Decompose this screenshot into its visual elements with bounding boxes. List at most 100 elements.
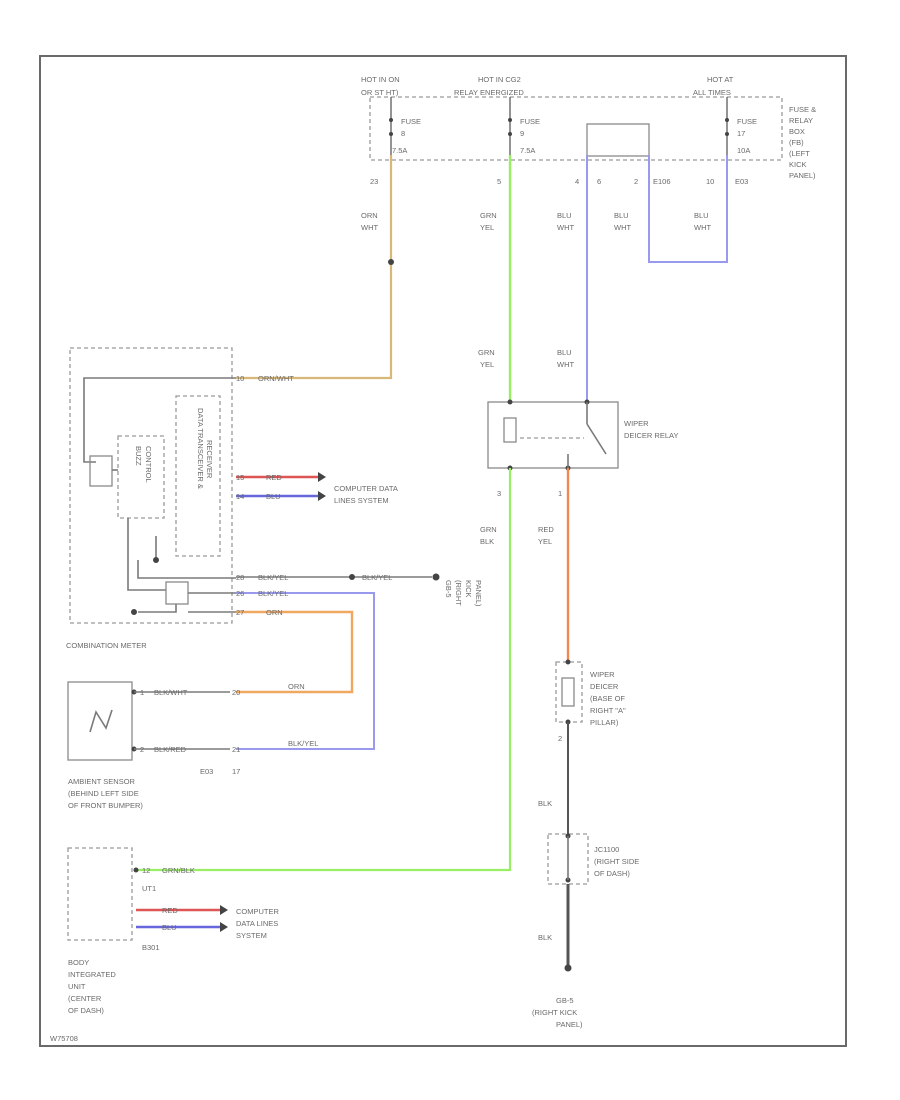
- ambient-blk-yel: BLK/YEL: [288, 739, 318, 748]
- biu-name-a: BODY: [68, 958, 89, 967]
- combo-internal-blk-yel: [137, 560, 236, 579]
- relay-switch-blade: [586, 423, 607, 455]
- ambient-orn: ORN: [288, 682, 305, 691]
- arrow-red-combo: [318, 472, 326, 482]
- body-integrated-unit: [67, 847, 133, 941]
- pin-4: 4: [575, 177, 579, 186]
- pin-6: 6: [597, 177, 601, 186]
- wiper-deicer-relay: [487, 401, 619, 469]
- ambient-pin2: 2: [140, 745, 144, 754]
- ambient-p20: 20: [232, 688, 240, 697]
- relay-pin-left-top: [507, 399, 513, 405]
- deicer-pin2: 2: [558, 734, 562, 743]
- wire-label-blu-wht2-a: BLU: [614, 211, 629, 220]
- fuse-box-label-3: (FB): [789, 138, 804, 147]
- deicer-name-e: PILLAR): [590, 718, 619, 727]
- pin-23: 23: [370, 177, 378, 186]
- ground-label-blk-yel: BLK/YEL: [362, 573, 392, 582]
- ambient-sensor-thermistor: [89, 709, 113, 733]
- wire-label-blu-wht2-b: WHT: [614, 223, 631, 232]
- computer-data-b: LINES SYSTEM: [334, 496, 389, 505]
- fuse-box-label-5: KICK: [789, 160, 807, 169]
- wire-label-grn-yel2-a: GRN: [478, 348, 495, 357]
- ambient-pin1: 1: [140, 688, 144, 697]
- biu-name-b: INTEGRATED: [68, 970, 116, 979]
- hot-label-3: HOT AT: [707, 75, 734, 84]
- relay-pin1: 1: [558, 489, 562, 498]
- combo-lbl-red: RED: [266, 473, 282, 482]
- computer-data2-a: COMPUTER: [236, 907, 280, 916]
- wire-label-blu-wht3-a: BLU: [694, 211, 709, 220]
- wire-label-blu-wht1-b: WHT: [557, 223, 574, 232]
- gb5-label-d: PANEL): [474, 580, 483, 607]
- fuse-2-symbol-bottom: [508, 132, 512, 136]
- combo-inner-a: BUZZ: [134, 446, 143, 466]
- hot-label-1b: OR ST HT): [361, 88, 399, 97]
- computer-data2-b: DATA LINES: [236, 919, 278, 928]
- data-transceiver-module: [175, 395, 221, 557]
- deicer-pin-top: [565, 659, 571, 665]
- wire-orn-wht: [236, 155, 393, 380]
- combo-internal-ground: [127, 518, 166, 591]
- wire-grn-blk: [138, 468, 512, 872]
- fuse-box-label-4: (LEFT: [789, 149, 810, 158]
- combo-internal-node: [153, 557, 159, 563]
- ground-bottom-c: PANEL): [556, 1020, 583, 1029]
- combo-lbl-blk-yel: BLK/YEL: [258, 573, 288, 582]
- fuse-2-symbol-top: [508, 118, 512, 122]
- biu-pin-grn-dot: [133, 867, 139, 873]
- combo-pin-red: 15: [236, 473, 244, 482]
- fuse-box-label-2: BOX: [789, 127, 805, 136]
- fuse-3-symbol-top: [725, 118, 729, 122]
- ambient-name-c: OF FRONT BUMPER): [68, 801, 143, 810]
- fuse-1-label: FUSE: [401, 117, 421, 126]
- buzz-control-module: [117, 435, 165, 519]
- wire-label-blu-wht3-b: WHT: [694, 223, 711, 232]
- combo-pin-orn-wht: 10: [236, 374, 244, 383]
- ambient-lbl1: BLK/WHT: [154, 688, 188, 697]
- fuse-2-label: FUSE: [520, 117, 540, 126]
- combo-inner-b: CONTROL: [144, 446, 153, 483]
- fuse-3-symbol-bottom: [725, 132, 729, 136]
- biu-name-c: UNIT: [68, 982, 86, 991]
- pin-10: 10: [706, 177, 714, 186]
- deicer-element: [561, 677, 575, 707]
- combo-lbl-blu: BLU: [266, 492, 281, 501]
- arrow-blu-biu: [220, 922, 228, 932]
- relay-name-b: DEICER RELAY: [624, 431, 678, 440]
- fuse-1-rating: 7.5A: [392, 146, 407, 155]
- ambient-sensor: [67, 681, 133, 761]
- computer-data-a: COMPUTER DATA: [334, 484, 398, 493]
- pin-e106: E106: [653, 177, 671, 186]
- gb5-label-c: KICK: [464, 580, 473, 598]
- combo-inner-d: RECEIVER: [205, 440, 214, 479]
- ambient-name-b: (BEHIND LEFT SIDE: [68, 789, 139, 798]
- ground-bottom-a: GB-5: [556, 996, 574, 1005]
- relay-name-a: WIPER: [624, 419, 649, 428]
- wire-label-blu-wht1-a: BLU: [557, 211, 572, 220]
- biu-lbl-grn: GRN/BLK: [162, 866, 195, 875]
- fuse-box-label-0: FUSE &: [789, 105, 816, 114]
- deicer-name-a: WIPER: [590, 670, 615, 679]
- wire-blk-yel-ambient: [236, 592, 375, 750]
- relay-coil: [503, 417, 517, 443]
- pin-5: 5: [497, 177, 501, 186]
- ambient-conn-a: E03: [200, 767, 213, 776]
- fuse-box-internal-link: [586, 123, 650, 157]
- biu-blu: BLU: [162, 923, 177, 932]
- fuse-box-label-1: RELAY: [789, 116, 813, 125]
- ambient-conn-b: 17: [232, 767, 240, 776]
- splice-blk-yel: [349, 574, 355, 580]
- hot-label-3b: ALL TIMES: [693, 88, 731, 97]
- fuse-3-rating: 10A: [737, 146, 750, 155]
- pin-2: 2: [634, 177, 638, 186]
- diagram-frame: [39, 55, 847, 1047]
- combo-internal-arrow: [131, 609, 137, 615]
- biu-red: RED: [162, 906, 178, 915]
- jc-name-c: OF DASH): [594, 869, 630, 878]
- fuse-2-rating: 7.5A: [520, 146, 535, 155]
- arrow-red-biu: [220, 905, 228, 915]
- deicer-name-c: (BASE OF: [590, 694, 625, 703]
- ambient-lbl2: BLK/RED: [154, 745, 187, 754]
